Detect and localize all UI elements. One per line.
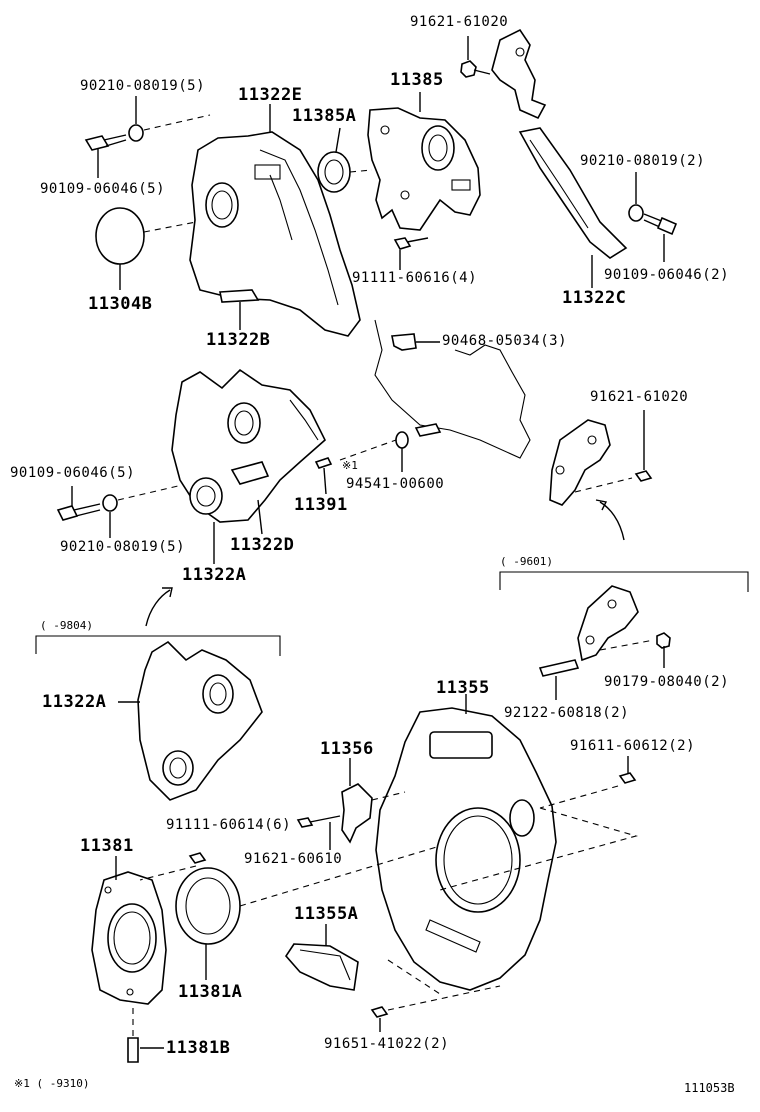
bolt-91611 <box>618 772 637 784</box>
label-11322D: 11322D <box>230 535 295 555</box>
nut-90179 <box>656 632 671 649</box>
label-90109-06046-top: 90109-06046(5) <box>40 181 166 197</box>
label-diagram-id: 111053B <box>684 1081 735 1095</box>
bracket-9601 <box>577 585 639 662</box>
label-11385: 11385 <box>390 70 444 90</box>
label-footnote: ※1 ( -9310) <box>14 1077 90 1090</box>
cover-11355A <box>284 943 359 991</box>
dash-11385A <box>349 169 373 173</box>
label-91611-60612: 91611-60612(2) <box>570 738 696 754</box>
bracket-11356 <box>341 783 373 844</box>
label-11322A-alt: 11322A <box>42 692 107 712</box>
oil-seal-11385A <box>317 151 351 193</box>
stud-92122 <box>538 659 580 677</box>
bolt-90109-top <box>84 134 127 151</box>
range-box-9601 <box>499 571 749 592</box>
washer-90210-right <box>628 204 644 222</box>
leader-11391 <box>323 467 327 495</box>
leader-11385A <box>335 127 341 153</box>
label-90109-06046-mid: 90109-06046(5) <box>10 465 136 481</box>
dash-11381A <box>239 845 441 907</box>
arrow-lower-head <box>162 587 173 598</box>
label-90210-08019-mid: 90210-08019(5) <box>60 539 186 555</box>
dash-91611 <box>439 785 639 891</box>
oil-seal-11381A <box>175 867 241 945</box>
label-90179-08040: 90179-08040(2) <box>604 674 730 690</box>
dash-90179 <box>599 639 655 651</box>
end-plate-11355 <box>375 707 557 991</box>
label-90210-08019-top: 90210-08019(5) <box>80 78 206 94</box>
bolt-91111-60616 <box>393 237 429 250</box>
label-90210-08019-right: 90210-08019(2) <box>580 153 706 169</box>
gasket-strip-11322C <box>518 127 628 259</box>
bolt-91651 <box>370 1006 389 1018</box>
dash-11356 <box>371 791 406 801</box>
label-91111-60614: 91111-60614(6) <box>166 817 292 833</box>
dash-91111-60614 <box>139 865 197 881</box>
label-91621-61020-mid: 91621-61020 <box>590 389 689 405</box>
label-range-9804: ( -9804) <box>40 619 93 632</box>
cover-plate-11385 <box>367 107 481 231</box>
label-11381A: 11381A <box>178 982 243 1002</box>
label-92122-60818: 92122-60818(2) <box>504 705 630 721</box>
label-11322B: 11322B <box>206 330 271 350</box>
label-91621-60610: 91621-60610 <box>244 851 343 867</box>
label-94541-00600: 94541-00600 <box>346 476 445 492</box>
bolt-90109-mid <box>56 503 101 521</box>
seal-retainer-11381 <box>91 871 167 1005</box>
label-11356: 11356 <box>320 739 374 759</box>
gasket-11322D <box>230 461 270 485</box>
label-mark-star: ※1 <box>342 459 358 472</box>
dash-90210-top <box>143 114 211 131</box>
arrow-upper-head <box>595 499 608 511</box>
label-11322E: 11322E <box>238 85 303 105</box>
leader-11322D <box>257 499 263 535</box>
bracket-upper-right <box>491 28 547 120</box>
label-11385A: 11385A <box>292 106 357 126</box>
bolt-91111-60614 <box>188 852 207 864</box>
label-91651-41022: 91651-41022(2) <box>324 1036 450 1052</box>
range-box-9804 <box>35 635 281 656</box>
bracket-mid-right <box>549 419 611 506</box>
label-range-9601: ( -9601) <box>500 555 553 568</box>
label-11381B: 11381B <box>166 1038 231 1058</box>
plug-11304B <box>95 207 145 265</box>
clip-90468 <box>391 333 417 351</box>
label-11391: 11391 <box>294 495 348 515</box>
bolt-91621-mid <box>634 470 653 482</box>
label-90109-06046-right: 90109-06046(2) <box>604 267 730 283</box>
label-91621-61020-top: 91621-61020 <box>410 14 509 30</box>
arrow-upper <box>599 501 625 541</box>
bolt-90109-right <box>643 213 678 236</box>
label-11322C: 11322C <box>562 288 627 308</box>
engine-block-outline <box>374 319 531 459</box>
label-11355: 11355 <box>436 678 490 698</box>
gasket-11322B <box>219 289 260 303</box>
timing-cover-11322E <box>189 131 361 337</box>
label-11304B: 11304B <box>88 294 153 314</box>
dash-11391 <box>339 439 397 461</box>
washer-90210-top <box>128 124 144 142</box>
bolt-91621-60610 <box>296 815 341 828</box>
dash-11304B <box>143 221 197 233</box>
dash-91621-mid <box>574 477 633 493</box>
arrow-lower <box>145 589 171 627</box>
nut-94541 <box>395 431 409 449</box>
label-11355A: 11355A <box>294 904 359 924</box>
dash-90210-mid <box>117 485 179 501</box>
stud-engine <box>414 423 442 437</box>
label-91111-60616: 91111-60616(4) <box>352 270 478 286</box>
dash-91651 <box>387 959 501 1011</box>
pin-11381B <box>127 1037 139 1063</box>
pin-11391 <box>314 457 333 469</box>
label-11322A-upper: 11322A <box>182 565 247 585</box>
timing-cover-11322A-alt <box>137 640 263 801</box>
washer-90210-mid <box>102 494 118 512</box>
label-90468-05034: 90468-05034(3) <box>442 333 568 349</box>
label-11381: 11381 <box>80 836 134 856</box>
bolt-91621-top <box>460 60 491 78</box>
timing-cover-11322A-upper <box>171 368 326 523</box>
